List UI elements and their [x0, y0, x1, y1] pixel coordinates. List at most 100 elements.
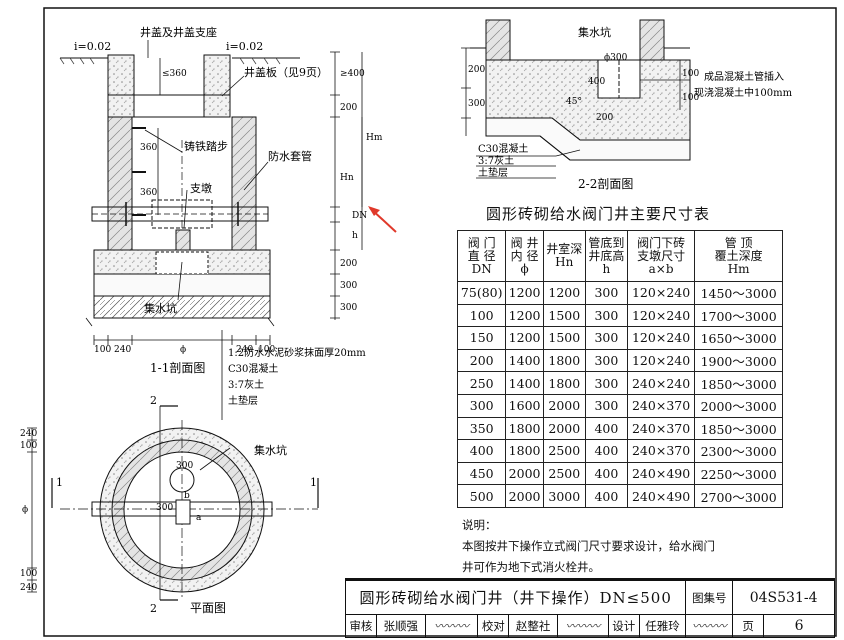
table-cell: 100	[456, 303, 507, 328]
table-cell: 1500	[542, 326, 586, 350]
table-cell: 2000	[542, 416, 586, 441]
table-cell: 120×240	[626, 348, 696, 373]
table-cell: 2000	[505, 461, 544, 486]
review-label: 审核	[345, 614, 377, 638]
plan-dim-inner-1: 300	[156, 503, 173, 513]
table-cell: 1800	[542, 348, 586, 373]
dim-2-0: 200	[468, 65, 485, 75]
dim-2-1: 300	[468, 99, 485, 109]
col-pier: 阀门下砖 支墩尺寸 a×b	[626, 230, 696, 282]
notes: 说明： 本图按井下操作立式阀门尺寸要求设计，给水阀门 井可作为地下式消火栓井。	[462, 515, 715, 578]
dim-right-0: ≥400	[340, 69, 365, 79]
table-cell: 2000	[505, 484, 544, 508]
plan-sump-label: 集水坑	[254, 443, 287, 457]
layer-2-2: 土垫层	[478, 166, 508, 179]
dim-right-6: 200	[340, 259, 357, 269]
check-label: 校对	[477, 614, 510, 638]
sleeve-label: 防水套管	[268, 149, 312, 163]
table-cell: 240×370	[626, 416, 696, 441]
page-number: 6	[763, 614, 835, 638]
notes-line-1: 本图按井下操作立式阀门尺寸要求设计，给水阀门	[462, 539, 715, 553]
table-cell: 120×240	[626, 326, 696, 350]
table-cell: 2700～3000	[694, 484, 783, 508]
dim-bottom-4: 100	[258, 345, 275, 355]
dim-2-2: ϕ300	[604, 53, 628, 63]
drawing-title: 圆形砖砌给水阀门井（井下操作）DN≤500	[344, 580, 687, 615]
sump-label-1: 集水坑	[144, 301, 177, 315]
pier-label: 支墩	[190, 181, 212, 195]
table-cell: 1900～3000	[694, 348, 783, 373]
table-cell: 1800	[505, 416, 544, 441]
table-cell: 400	[456, 439, 507, 463]
cover-plate-label: 井盖板（见9页）	[244, 65, 328, 79]
plan-marker-1-right: 1	[310, 476, 317, 489]
dim-left-2: 360	[140, 188, 157, 198]
dim-right-2: Hm	[366, 133, 383, 143]
dim-bottom-1: 240	[114, 345, 131, 355]
col-depth: 井室深 Hn	[542, 230, 586, 282]
table-cell: 1850～3000	[694, 371, 783, 395]
plan-marker-2-bottom: 2	[150, 602, 157, 615]
table-cell: 300	[456, 393, 507, 418]
table-cell: 300	[584, 326, 628, 350]
table-header-row: 阀 门 直 径 DN 阀 井 内 径 ϕ 井室深 Hn 管底到 井底高 h 阀门…	[456, 230, 783, 282]
plan-marker-2-top: 2	[150, 394, 157, 407]
section-1-1-title: 1-1剖面图	[150, 361, 205, 375]
table-cell: 3000	[542, 484, 586, 508]
layer-label-0: 1:2防水水泥砂浆抹面厚20mm	[228, 346, 366, 359]
plan-dim-2: ϕ	[22, 505, 28, 515]
table-cell: 1800	[542, 371, 586, 395]
pipe-note-1: 成品混凝土管插入	[704, 70, 784, 83]
plan-view	[27, 405, 319, 601]
table-cell: 1200	[542, 281, 586, 305]
layer-label-2: 3:7灰土	[228, 378, 264, 391]
table-cell: 240×490	[626, 461, 696, 486]
table-cell: 150	[456, 326, 507, 350]
table-title: 圆形砖砌给水阀门井主要尺寸表	[486, 205, 711, 223]
table-cell: 300	[584, 281, 628, 305]
table-cell: 400	[584, 484, 628, 508]
notes-heading: 说明：	[462, 518, 497, 532]
table-cell: 300	[584, 348, 628, 373]
plan-title: 平面图	[190, 601, 226, 615]
dim-2-3: 400	[588, 77, 605, 87]
table-cell: 2000	[542, 393, 586, 418]
dim-right-5: h	[352, 231, 358, 241]
dimension-table: 阀 门 直 径 DN 阀 井 内 径 ϕ 井室深 Hn 管底到 井底高 h 阀门…	[456, 230, 783, 508]
checker-signature: 〰〰〰	[557, 614, 609, 638]
table-cell: 2500	[542, 461, 586, 486]
table-cell: 500	[456, 484, 507, 508]
layer-label-3: 土垫层	[228, 394, 258, 407]
table-cell: 240×240	[626, 371, 696, 395]
dim-right-3: Hn	[340, 173, 354, 183]
table-cell: 400	[584, 416, 628, 441]
table-cell: 1400	[505, 348, 544, 373]
table-cell: 2500	[542, 439, 586, 463]
table-cell: 300	[584, 371, 628, 395]
plan-dim-inner-2: a	[196, 513, 202, 523]
dim-right-4: DN	[352, 211, 367, 221]
dim-right-7: 300	[340, 281, 357, 291]
table-cell: 2300～3000	[694, 439, 783, 463]
table-cell: 1500	[542, 303, 586, 328]
plan-dim-inner-3: b	[184, 491, 190, 501]
col-h: 管底到 井底高 h	[584, 230, 628, 282]
table-cell: 1650～3000	[694, 326, 783, 350]
title-block: 圆形砖砌给水阀门井（井下操作）DN≤500 图集号 04S531-4 审核 张顺…	[344, 578, 835, 638]
table-cell: 1600	[505, 393, 544, 418]
reviewer-signature: 〰〰〰	[424, 614, 479, 638]
plan-marker-1-left: 1	[56, 476, 63, 489]
table-cell: 2000～3000	[694, 393, 783, 418]
section-1-1	[59, 40, 397, 420]
table-cell: 1200	[505, 303, 544, 328]
sump-label-2: 集水坑	[578, 25, 611, 39]
slope-right-label: i=0.02	[226, 40, 263, 53]
dim-left-1: 360	[140, 143, 157, 153]
